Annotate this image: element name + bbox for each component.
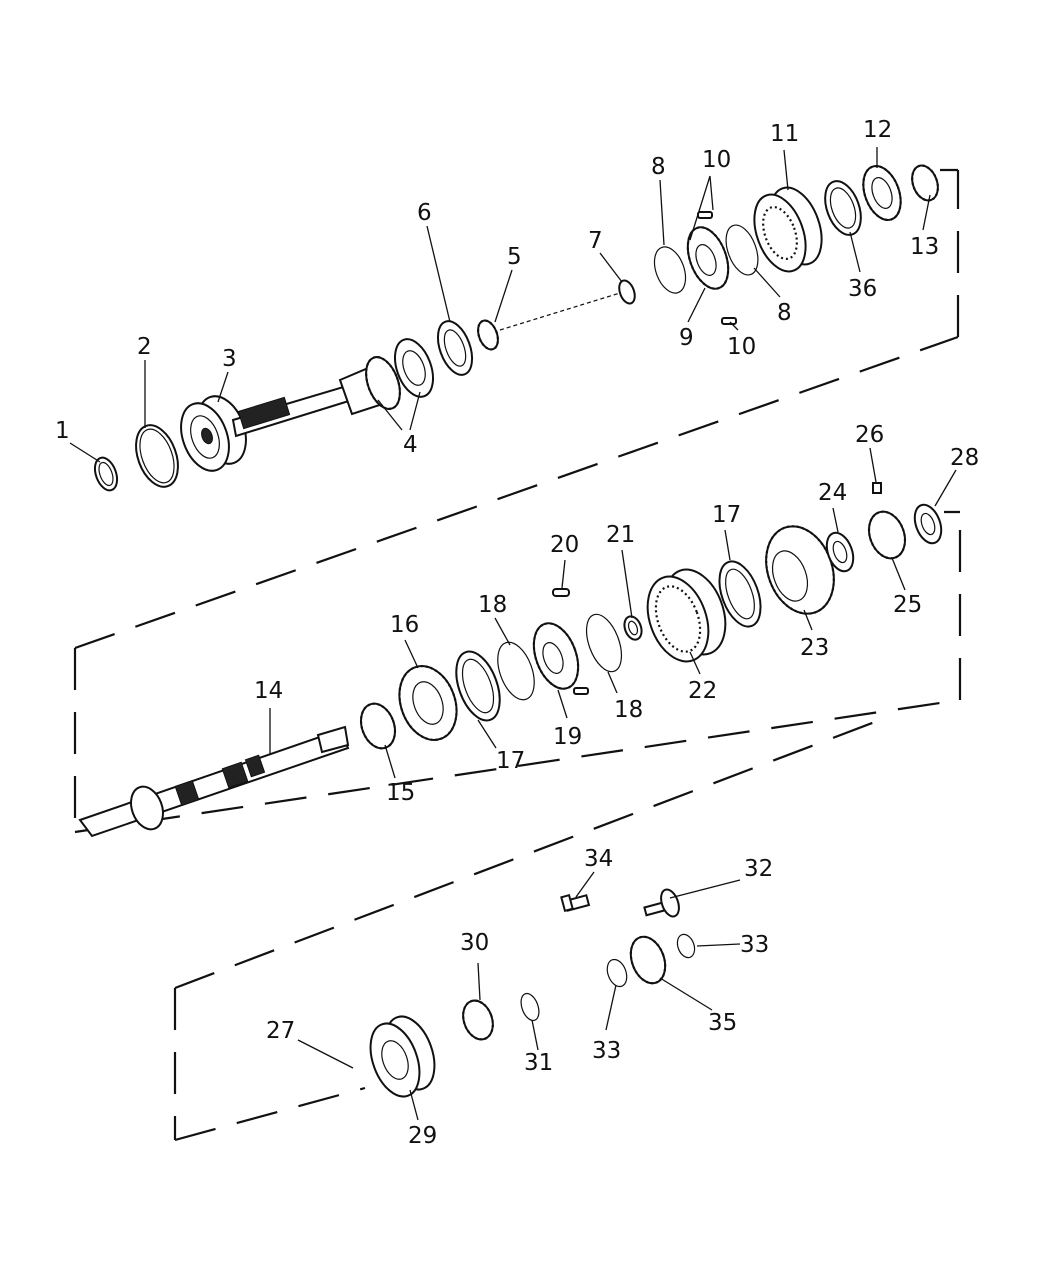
bearing-cup-6 (436, 320, 474, 376)
callout-18-right: 18 (614, 697, 643, 723)
synchronizer-sleeve-22 (646, 568, 727, 663)
callout-labels: 1 2 3 4 5 6 7 8 8 9 10 10 11 12 13 36 14… (55, 117, 979, 1149)
callout-27: 27 (266, 1018, 295, 1044)
thrust-washer-28 (913, 503, 943, 545)
blocker-ring-17-right (718, 560, 762, 628)
lower-section-outline (173, 718, 881, 1142)
callout-22: 22 (688, 678, 717, 704)
idler-shaft-32 (643, 888, 680, 918)
callout-5: 5 (507, 244, 522, 270)
callout-9: 9 (679, 325, 694, 351)
snap-ring-33-right (676, 933, 696, 959)
callout-19: 19 (553, 724, 582, 750)
idler-gear-35 (629, 935, 667, 985)
callout-12: 12 (863, 117, 892, 143)
callout-25: 25 (893, 592, 922, 618)
thrust-washer-24 (825, 531, 855, 573)
strut-10-top (697, 211, 713, 219)
callout-20: 20 (550, 532, 579, 558)
callout-17-right: 17 (712, 502, 741, 528)
bolt-34 (560, 893, 591, 913)
snap-ring-7 (618, 279, 636, 305)
bearing-29 (369, 1015, 436, 1098)
strut-19-bottom (573, 687, 589, 695)
callout-8-right: 8 (777, 300, 792, 326)
callout-15: 15 (386, 780, 415, 806)
callout-31: 31 (524, 1050, 553, 1076)
synchronizer-sleeve-11 (753, 186, 823, 273)
callout-28: 28 (950, 445, 979, 471)
section-outlines (73, 168, 962, 1142)
snap-ring-33-left (606, 958, 628, 988)
gear-16 (398, 665, 458, 741)
snap-ring-8-left (653, 246, 687, 294)
ring-21 (623, 615, 643, 641)
snap-ring-18-left (497, 641, 535, 701)
main-shaft-14 (78, 725, 350, 838)
lower-assembly (369, 888, 696, 1098)
blocker-ring-17-left (455, 650, 501, 722)
callout-24: 24 (818, 480, 847, 506)
callout-6: 6 (417, 200, 432, 226)
needle-bearing-13 (911, 164, 939, 202)
upper-section-outline (74, 168, 960, 650)
snap-ring-8-right (725, 224, 759, 276)
callout-29: 29 (408, 1123, 437, 1149)
callout-4: 4 (403, 432, 418, 458)
callout-11: 11 (770, 121, 799, 147)
callout-10-top: 10 (702, 147, 731, 173)
callout-23: 23 (800, 635, 829, 661)
callout-7: 7 (588, 228, 603, 254)
strut-10-bottom (721, 317, 737, 325)
callout-14: 14 (254, 678, 283, 704)
retaining-ring-2 (135, 424, 179, 488)
needle-bearing-15 (359, 702, 397, 750)
main-shaft-assembly (78, 482, 943, 838)
input-shaft-assembly (93, 164, 939, 492)
callout-34: 34 (584, 846, 613, 872)
needle-bearing-5 (477, 319, 499, 351)
callout-1: 1 (55, 418, 70, 444)
needle-bearing-25 (867, 510, 907, 560)
snap-ring-31 (520, 992, 540, 1022)
callout-18-left: 18 (478, 592, 507, 618)
input-shaft-4 (231, 338, 434, 438)
pin-26 (872, 482, 882, 494)
synchronizer-hub-19 (532, 622, 580, 690)
gear-12 (862, 164, 902, 222)
leader-lines (69, 147, 957, 1121)
callout-13: 13 (910, 234, 939, 260)
callout-3: 3 (222, 346, 237, 372)
callout-36: 36 (848, 276, 877, 302)
middle-section-outline (73, 510, 962, 834)
callout-35: 35 (708, 1010, 737, 1036)
callout-33-right: 33 (740, 932, 769, 958)
input-centerline (499, 292, 621, 331)
callout-8-top: 8 (651, 154, 666, 180)
callout-2: 2 (137, 334, 152, 360)
callout-16: 16 (390, 612, 419, 638)
callout-33-left: 33 (592, 1038, 621, 1064)
synchronizer-hub-9 (686, 226, 730, 290)
snap-ring-1 (93, 456, 119, 492)
callout-30: 30 (460, 930, 489, 956)
blocker-ring-36 (824, 180, 862, 236)
gear-30 (462, 999, 494, 1041)
callout-21: 21 (606, 522, 635, 548)
bearing-3 (180, 395, 247, 472)
strut-20 (552, 588, 570, 597)
callout-17-left: 17 (496, 748, 525, 774)
callout-26: 26 (855, 422, 884, 448)
callout-32: 32 (744, 856, 773, 882)
callout-10-bottom: 10 (727, 334, 756, 360)
snap-ring-18-right (585, 613, 623, 673)
